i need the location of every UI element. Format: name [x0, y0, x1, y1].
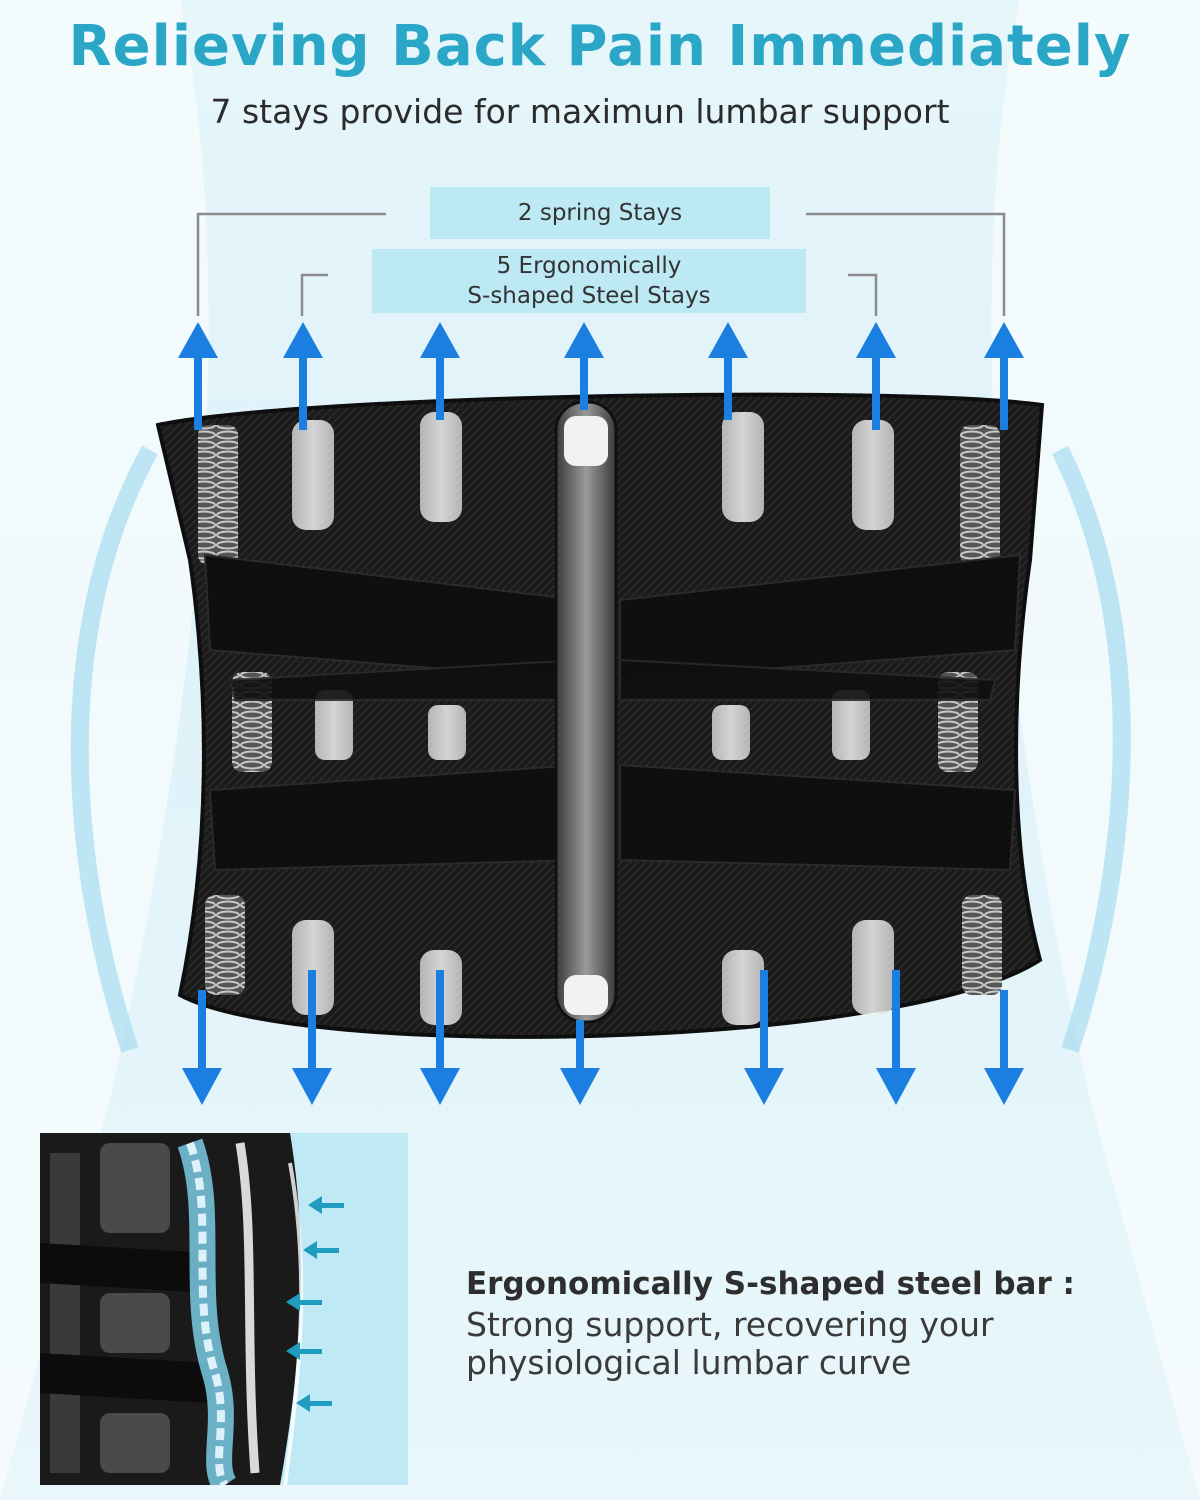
up-arrow-icon [420, 322, 460, 420]
central-steel-bar [554, 400, 618, 1024]
up-arrows [178, 322, 1024, 430]
up-arrow-icon [708, 322, 748, 420]
right-spring-stay [960, 425, 1000, 565]
back-brace-illustration [155, 212, 1045, 1105]
left-arrow-icon [286, 1293, 322, 1311]
inset-arrows [286, 1196, 344, 1412]
left-arrow-icon [308, 1196, 344, 1214]
steel-stays-label-line1: 5 Ergonomically [496, 253, 682, 279]
left-spring-stay [198, 425, 238, 565]
left-arrow-icon [303, 1241, 339, 1259]
elastic-straps [203, 553, 1022, 872]
spring-stays-callout [196, 212, 1006, 316]
steel-stays-label-line2: S-shaped Steel Stays [467, 283, 711, 309]
up-arrow-icon [283, 322, 323, 430]
spring-stays-label: 2 spring Stays [430, 187, 770, 239]
page-subtitle: 7 stays provide for maximun lumbar suppo… [210, 92, 950, 131]
feature-description-line1: Strong support, recovering your [466, 1305, 994, 1344]
down-arrows [182, 970, 1024, 1105]
spine-xray-illustration [40, 1133, 408, 1485]
feature-description: Strong support, recovering your physiolo… [466, 1306, 1166, 1382]
up-arrow-icon [984, 322, 1024, 430]
down-arrow-icon [420, 970, 460, 1105]
left-arrow-icon [286, 1342, 322, 1360]
down-arrow-icon [744, 970, 784, 1105]
feature-title: Ergonomically S-shaped steel bar : [466, 1266, 1075, 1302]
spine-inset-image [40, 1133, 408, 1485]
up-arrow-icon [564, 322, 604, 410]
down-arrow-icon [560, 1020, 600, 1105]
steel-stays-label: 5 Ergonomically S-shaped Steel Stays [372, 249, 806, 313]
down-arrow-icon [876, 970, 916, 1105]
page-title: Relieving Back Pain Immediately [68, 14, 1132, 79]
up-arrow-icon [856, 322, 896, 430]
left-arrow-icon [296, 1394, 332, 1412]
down-arrow-icon [984, 990, 1024, 1105]
steel-stays-callout [300, 273, 878, 316]
feature-description-line2: physiological lumbar curve [466, 1343, 912, 1382]
down-arrow-icon [292, 970, 332, 1105]
down-arrow-icon [182, 990, 222, 1105]
up-arrow-icon [178, 322, 218, 430]
